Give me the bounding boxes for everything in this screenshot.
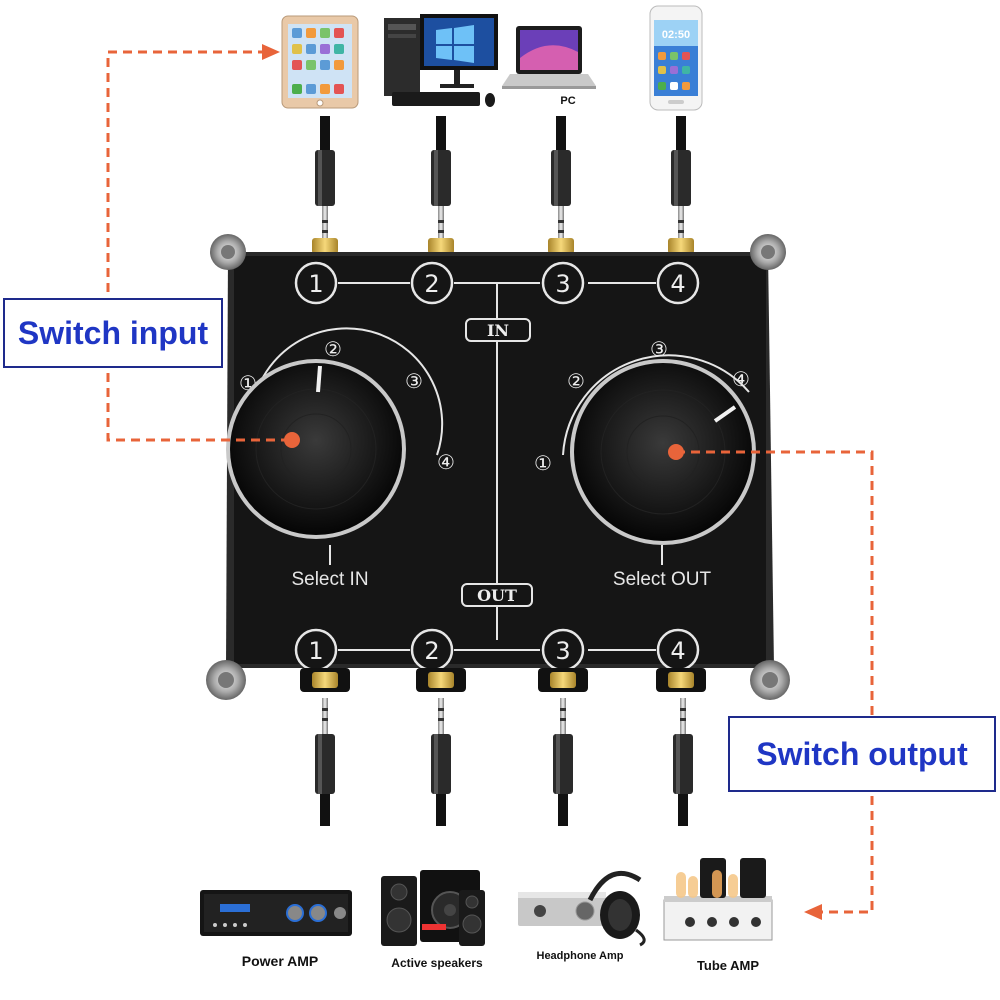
select-out-label: Select OUT <box>613 569 712 590</box>
phone-clock: 02:50 <box>662 29 690 41</box>
output-port-3-number: 3 <box>555 637 570 665</box>
input-port-2-number: 2 <box>424 270 439 298</box>
input-cable-2 <box>431 116 451 242</box>
smartphone-image: 02:50 <box>649 5 703 111</box>
headphone-amp-label: Headphone Amp <box>536 950 624 962</box>
output-port-1-number: 1 <box>308 637 323 665</box>
corner-screws <box>206 234 790 700</box>
input-signal-path <box>106 50 290 442</box>
out-tag: OUT <box>477 586 517 605</box>
top-cables <box>315 116 691 242</box>
select-out-dot <box>668 444 684 460</box>
input-port-3-marker <box>541 261 585 305</box>
desktop-pc-image <box>384 14 498 107</box>
tube-amp-image <box>663 858 773 941</box>
input-cable-3 <box>551 116 571 242</box>
output-port-2-number: 2 <box>424 637 439 665</box>
input-port-4-marker <box>656 261 700 305</box>
tablet-image <box>281 15 359 109</box>
output-cable-2 <box>431 698 451 826</box>
pc-label: PC <box>560 95 575 107</box>
laptop-image <box>502 26 596 89</box>
in-tag-frame <box>465 318 531 342</box>
headphone-amp-image <box>518 870 646 947</box>
arrow-heads <box>262 44 822 920</box>
select-out-pointer <box>713 405 737 423</box>
input-arrow-head <box>262 44 280 60</box>
input-port-1-marker <box>294 261 338 305</box>
select-in-position-3: ③ <box>405 369 423 393</box>
tube-amp-label: Tube AMP <box>696 958 760 973</box>
select-out-position-1: ① <box>534 451 552 475</box>
output-cable-4 <box>673 698 693 826</box>
select-in-position-2: ② <box>324 337 342 361</box>
power-amp-label: Power AMP <box>241 953 319 969</box>
output-cable-3 <box>553 698 573 826</box>
output-port-4-number: 4 <box>670 637 685 665</box>
select-in-label: Select IN <box>291 569 368 590</box>
signal-paths <box>106 50 874 914</box>
select-out-position-3: ③ <box>650 337 668 361</box>
active-speakers-label: Active speakers <box>391 956 483 970</box>
input-port-2-marker <box>410 261 454 305</box>
input-cable-4 <box>671 116 691 242</box>
out-tag-frame <box>461 583 533 607</box>
output-signal-path <box>676 450 874 914</box>
in-tag: IN <box>487 321 509 340</box>
input-port-4-number: 4 <box>670 270 685 298</box>
output-arrow-head <box>804 904 822 920</box>
select-in-pointer <box>316 365 322 393</box>
bottom-cables <box>315 698 693 826</box>
switch-input-callout: Switch input <box>3 298 223 368</box>
output-cable-1 <box>315 698 335 826</box>
select-in-position-4: ④ <box>437 450 455 474</box>
input-port-3-number: 3 <box>555 270 570 298</box>
active-speakers-image <box>381 870 485 946</box>
input-cable-1 <box>315 116 335 242</box>
select-in-knob[interactable] <box>226 359 406 539</box>
select-out-position-4: ④ <box>732 367 750 391</box>
select-in-dot <box>284 432 300 448</box>
switch-input-text: Switch input <box>17 314 209 351</box>
bottom-jacks <box>300 668 706 692</box>
power-amp-image <box>200 890 352 936</box>
switch-output-text: Switch output <box>756 735 968 772</box>
select-out-knob[interactable] <box>570 359 756 545</box>
input-port-1-number: 1 <box>308 270 323 298</box>
switch-output-callout: Switch output <box>728 716 996 792</box>
select-out-position-2: ② <box>567 369 585 393</box>
top-jacks <box>312 238 694 254</box>
